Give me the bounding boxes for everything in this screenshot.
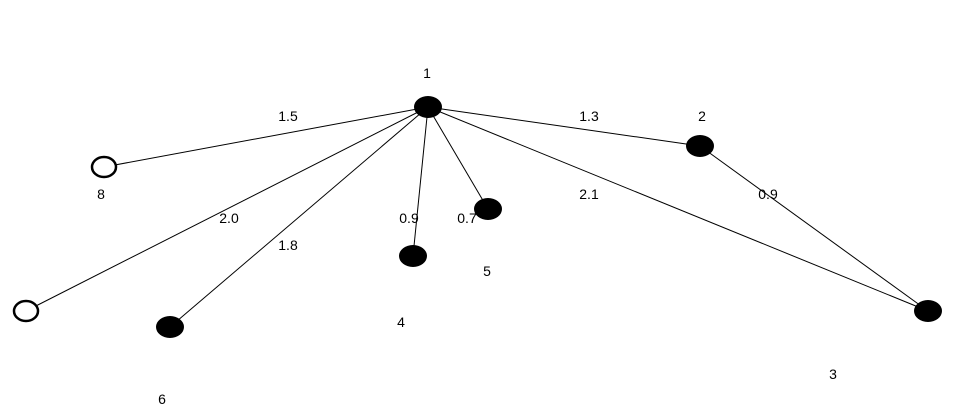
node-7 — [12, 299, 40, 323]
node-label-2: 2 — [698, 108, 706, 124]
edge-weight-1-4: 0.9 — [399, 210, 419, 226]
edge-weight-1-7: 2.0 — [219, 210, 239, 226]
edge-1-7 — [25, 106, 429, 312]
node-label-8: 8 — [97, 186, 105, 202]
node-8 — [90, 155, 118, 179]
edge-weight-1-5: 0.7 — [457, 210, 477, 226]
node-5 — [474, 198, 502, 220]
edge-1-6 — [169, 106, 429, 328]
node-label-1: 1 — [423, 65, 431, 81]
edge-weight-1-2: 1.3 — [579, 108, 599, 124]
node-4 — [399, 245, 427, 267]
node-3 — [914, 300, 942, 322]
edge-weight-1-6: 1.8 — [278, 237, 298, 253]
node-2 — [686, 135, 714, 157]
node-label-4: 4 — [397, 314, 405, 330]
node-label-6: 6 — [158, 391, 166, 407]
edge-1-2 — [427, 106, 701, 147]
edge-1-4 — [412, 106, 429, 257]
edge-weight-1-3: 2.1 — [579, 186, 599, 202]
edge-weight-2-3: 0.9 — [758, 186, 778, 202]
edge-1-5 — [427, 106, 489, 210]
node-6 — [156, 316, 184, 338]
edge-2-3 — [699, 145, 929, 312]
edge-1-8 — [103, 106, 429, 168]
node-label-3: 3 — [829, 366, 837, 382]
node-label-5: 5 — [483, 263, 491, 279]
edge-1-3 — [427, 106, 929, 312]
edge-weight-1-8: 1.5 — [278, 108, 298, 124]
node-1 — [414, 96, 442, 118]
